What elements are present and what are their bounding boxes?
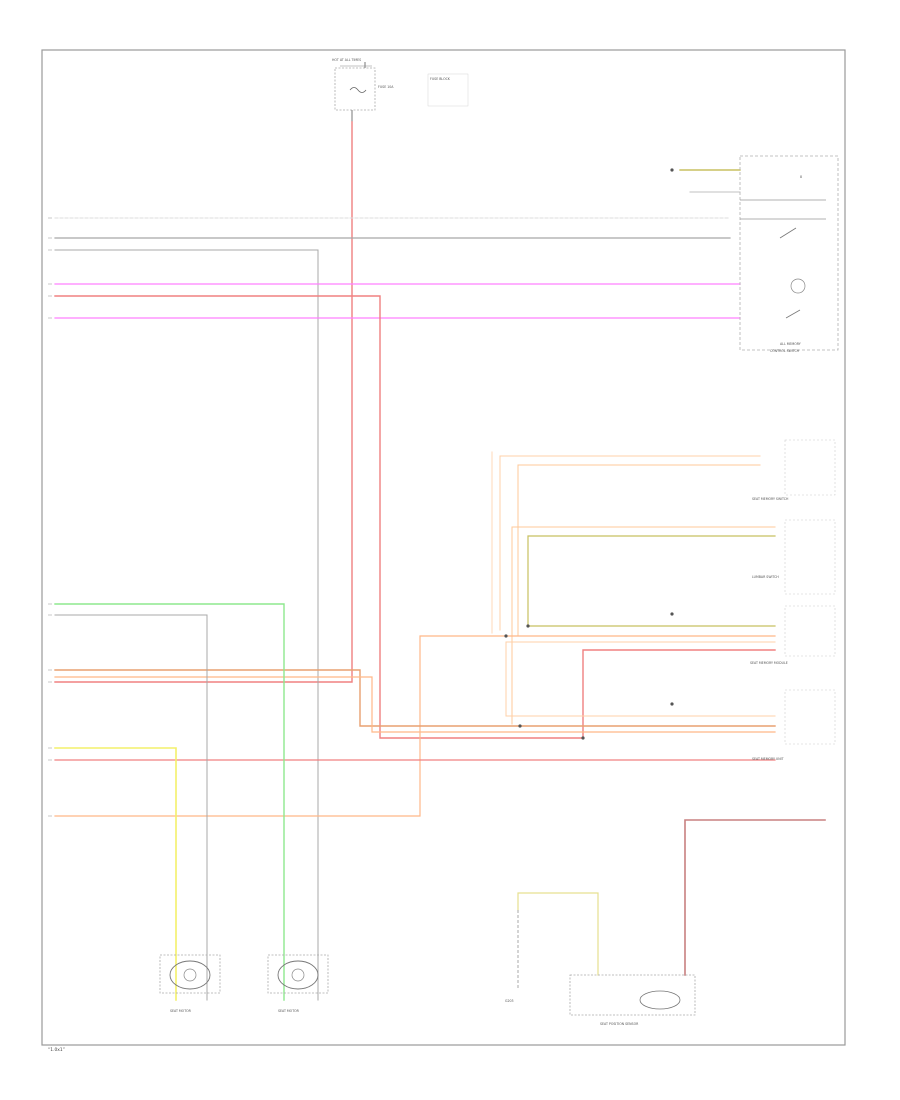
wire-green bbox=[54, 603, 285, 1001]
power-switch-label-2: CONTROL SWITCH bbox=[770, 349, 800, 353]
seat-position-sensor: SEAT POSITION SENSOR bbox=[569, 974, 696, 1026]
wire-orange-2 bbox=[517, 464, 761, 636]
wire-orange-5 bbox=[505, 641, 776, 717]
fuse-side-label: FUSE BLOCK bbox=[430, 77, 451, 81]
left-motor-label: SEAT MOTOR bbox=[170, 1009, 192, 1013]
module-unit-label: SEAT MEMORY UNIT bbox=[752, 757, 784, 761]
module-memory-label: SEAT MEMORY MODULE bbox=[750, 661, 788, 665]
wire-module-red-top bbox=[684, 819, 826, 976]
wire-orange-pair-b bbox=[54, 676, 776, 733]
ground-label: G203 bbox=[505, 999, 514, 1003]
wires bbox=[54, 121, 826, 1001]
wire-grey-drop-right bbox=[54, 249, 319, 1001]
power-switch-label-1: ALL MEMORY bbox=[780, 342, 801, 346]
module-adjust-label: SEAT MEMORY SWITCH bbox=[752, 497, 789, 501]
wire-red-feed bbox=[54, 121, 353, 683]
left-seat-motor: SEAT MOTOR bbox=[159, 954, 221, 1013]
left-terminals bbox=[48, 217, 52, 817]
fuse-block: HOT AT ALL TIMES FUSE 10A FUSE BLOCK bbox=[332, 58, 469, 122]
right-module-blocks: SEAT MEMORY SWITCH LUMBAR SWITCH SEAT ME… bbox=[750, 439, 836, 761]
sensor-label: SEAT POSITION SENSOR bbox=[600, 1022, 639, 1026]
footer-label: “1.0x1” bbox=[48, 1047, 65, 1053]
fuse-top-label: HOT AT ALL TIMES bbox=[332, 58, 361, 62]
wire-bottom-yellow bbox=[517, 892, 599, 976]
diagram-frame bbox=[41, 49, 846, 1046]
wire-yellow bbox=[54, 747, 177, 1001]
wire-grey-left bbox=[54, 614, 208, 1001]
module-lumbar-label: LUMBAR SWITCH bbox=[752, 575, 779, 579]
right-motor-label: SEAT MOTOR bbox=[278, 1009, 300, 1013]
wire-orange-3 bbox=[511, 526, 776, 725]
splice-dots bbox=[504, 168, 674, 740]
memory-switch-module: 8 ALL MEMORY CONTROL SWITCH bbox=[739, 155, 839, 353]
wire-orange-pair-a bbox=[54, 669, 776, 727]
wire-orange-1 bbox=[499, 455, 761, 631]
fuse-label: FUSE 10A bbox=[378, 85, 394, 89]
right-seat-motor: SEAT MOTOR bbox=[267, 954, 329, 1013]
svg-text:8: 8 bbox=[800, 175, 802, 179]
wire-olive bbox=[527, 535, 776, 627]
ground-point: G203 bbox=[505, 910, 519, 1003]
wire-red-2 bbox=[54, 295, 776, 739]
